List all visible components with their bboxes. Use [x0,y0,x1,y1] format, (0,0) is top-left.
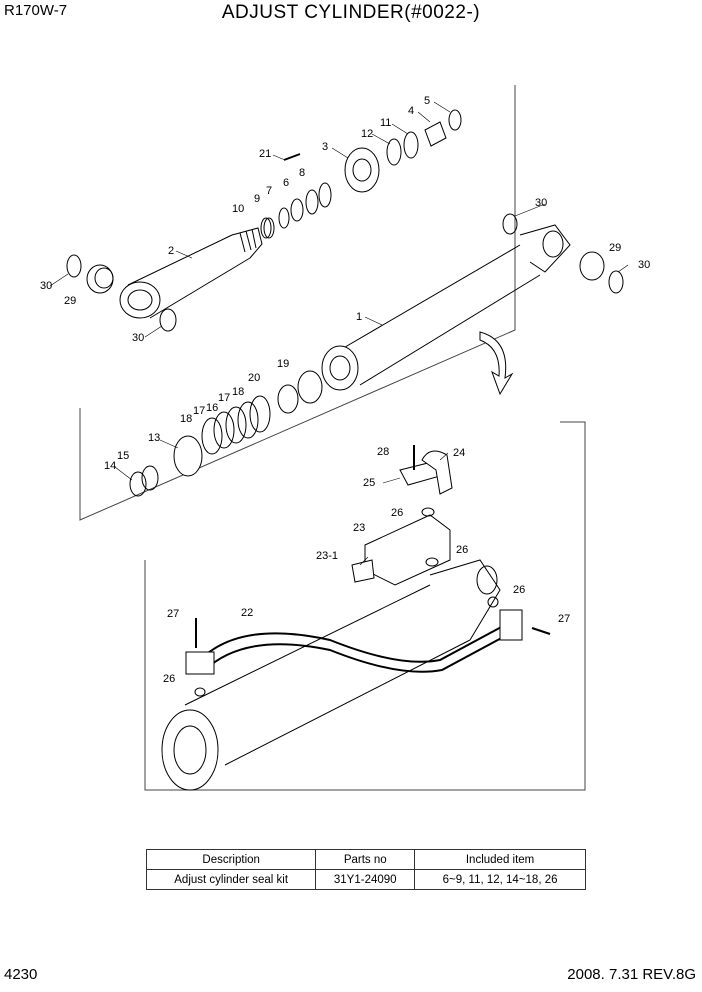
callout-1: 1 [356,311,362,323]
page-title: ADJUST CYLINDER(#0022-) [221,2,481,23]
callout-16: 16 [206,402,218,414]
callout-29a: 29 [64,295,76,307]
leader-lines [49,101,629,566]
bushing-left [66,254,177,332]
callout-6: 6 [283,177,289,189]
callout-18b: 18 [232,386,244,398]
callout-26c: 26 [513,584,525,596]
callout-25: 25 [363,477,375,489]
flow-arrow [479,331,514,396]
table-row: Adjust cylinder seal kit 31Y1-24090 6~9,… [145,869,586,890]
callout-22: 22 [241,607,253,619]
callout-23-1: 23-1 [316,550,338,562]
callout-27b: 27 [558,613,570,625]
callout-7: 7 [266,185,272,197]
callout-19: 19 [277,358,289,370]
callout-26b: 26 [456,544,468,556]
callout-30b: 30 [132,332,144,344]
callout-30a: 30 [40,280,52,292]
upper-frame [79,85,516,521]
model-label: R170W-7 [4,2,68,19]
callout-11: 11 [380,117,391,129]
callout-20: 20 [248,372,260,384]
callout-17a: 17 [193,405,205,417]
assembled-cylinder [161,445,551,791]
callout-24: 24 [453,447,465,459]
callout-14: 14 [104,460,116,472]
callout-8: 8 [299,167,305,179]
callout-labels: 1 2 3 4 5 6 7 8 9 10 11 12 13 14 15 16 1… [40,95,650,685]
callout-10: 10 [232,203,244,215]
revision-date: 2008. 7.31 REV.8G [567,966,696,983]
callout-27a: 27 [167,608,179,620]
page-number: 4230 [4,966,38,983]
callout-30d: 30 [638,259,650,271]
cylinder-tube [321,213,624,391]
callout-26a: 26 [391,507,403,519]
kit-part-number: 31Y1-24090 [315,869,416,890]
callout-17b: 17 [218,392,230,404]
callout-3: 3 [322,141,328,153]
callout-18a: 18 [180,413,192,425]
kit-description: Adjust cylinder seal kit [145,869,317,890]
callout-29b: 29 [609,242,621,254]
callout-15: 15 [117,450,129,462]
callout-4: 4 [408,105,414,117]
piston-rod [119,227,263,319]
rod-cover-parts [260,109,462,239]
lower-frame [144,421,586,791]
column-header: Included item [414,849,586,870]
callout-28: 28 [377,446,389,458]
callout-26d: 26 [163,673,175,685]
kit-included-items: 6~9, 11, 12, 14~18, 26 [414,869,586,890]
callout-23: 23 [353,522,365,534]
piston-parts [129,370,323,497]
seal-kit-table: Description Parts no Included item Adjus… [145,849,586,890]
callout-13: 13 [148,432,160,444]
column-header: Description [145,849,317,870]
callout-30c: 30 [535,197,547,209]
callout-2: 2 [168,245,174,257]
callout-5: 5 [424,95,430,107]
callout-9: 9 [254,193,260,205]
callout-12: 12 [361,128,373,140]
table-header-row: Description Parts no Included item [145,849,586,870]
column-header: Parts no [315,849,416,870]
callout-21: 21 [259,148,271,160]
